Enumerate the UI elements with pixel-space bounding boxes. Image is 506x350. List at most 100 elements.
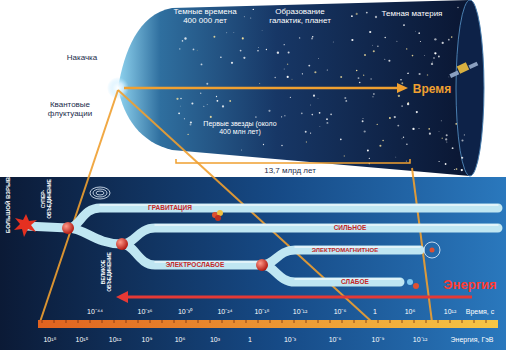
star: [364, 130, 366, 132]
star: [434, 38, 436, 40]
star: [433, 57, 435, 59]
star: [372, 96, 373, 97]
star: [377, 124, 378, 125]
star: [231, 62, 233, 64]
star: [424, 55, 426, 57]
axis-tick: [186, 320, 187, 323]
star: [319, 125, 321, 127]
axis-tick: [438, 320, 439, 323]
star: [332, 41, 334, 43]
axis-tick: [126, 320, 127, 323]
star: [434, 52, 436, 54]
force-tubes: [26, 208, 498, 282]
star: [344, 155, 345, 156]
star: [243, 16, 245, 18]
star: [401, 138, 403, 140]
star: [179, 48, 180, 49]
text-label: 13,7 млрд лет: [264, 167, 316, 176]
star: [461, 139, 463, 141]
star: [243, 57, 245, 59]
star: [445, 163, 447, 165]
star: [362, 120, 364, 122]
projection-line: [412, 168, 432, 322]
text-label: 10⁶: [405, 308, 416, 316]
star: [196, 49, 198, 51]
axis-tick: [390, 320, 391, 323]
axis-tick: [414, 320, 415, 323]
axis-tick: [150, 320, 151, 323]
star: [206, 104, 208, 106]
star: [345, 100, 347, 102]
star: [438, 56, 440, 58]
star: [314, 71, 316, 73]
star: [330, 113, 332, 115]
axis-tick: [198, 320, 199, 323]
star: [319, 112, 321, 114]
text-label: Энергия, ГэВ: [451, 336, 494, 344]
star: [184, 118, 185, 119]
star: [452, 147, 454, 149]
text-label: 10⁻⁶: [329, 336, 342, 344]
star: [359, 82, 361, 84]
cone-end: [456, 0, 484, 176]
axis-tick: [234, 320, 235, 323]
star: [442, 138, 443, 139]
axis-tick: [474, 320, 475, 323]
axis-tick: [354, 320, 355, 323]
star: [382, 140, 383, 141]
star: [257, 46, 259, 48]
axis-tick: [210, 320, 211, 323]
particle-icons: [212, 210, 440, 289]
axis-tick: [174, 320, 175, 323]
star: [448, 39, 450, 41]
star: [389, 117, 391, 119]
star: [403, 137, 404, 138]
star: [442, 42, 444, 44]
star: [284, 44, 285, 45]
star: [283, 68, 285, 70]
axis-tick: [342, 320, 343, 323]
unification-point: [116, 238, 128, 250]
star: [363, 75, 364, 76]
star: [313, 95, 315, 97]
star: [266, 49, 267, 50]
star: [351, 15, 353, 17]
axis-tick: [366, 320, 367, 323]
star: [396, 41, 397, 42]
axis-tick: [318, 320, 319, 323]
text-label: 10⁻¹²: [413, 336, 427, 344]
star: [456, 168, 458, 170]
star: [379, 145, 381, 147]
star: [428, 128, 430, 130]
star: [457, 7, 458, 8]
star: [216, 96, 217, 97]
star: [180, 98, 182, 100]
star: [311, 38, 313, 40]
star: [455, 123, 457, 125]
star: [310, 104, 312, 106]
star: [420, 41, 421, 42]
star: [213, 36, 215, 38]
satellite-icon: [449, 62, 478, 78]
axis-tick: [294, 320, 295, 323]
star: [406, 48, 407, 49]
star: [176, 98, 178, 100]
text-label: 10⁹: [142, 336, 153, 344]
star: [318, 58, 320, 60]
star: [418, 32, 420, 34]
star: [184, 37, 186, 39]
star: [255, 116, 257, 118]
text-label: 10⁻¹²: [293, 308, 307, 316]
star: [311, 114, 313, 116]
axis-tick: [486, 320, 487, 323]
star: [190, 121, 192, 123]
universe-cone: [118, 0, 470, 176]
star: [257, 50, 258, 51]
text-label: 10⁻³⁰: [178, 308, 192, 316]
text-label: Первые звезды (около 400 млн лет): [201, 120, 279, 135]
tube-highlights: [100, 205, 498, 279]
star: [310, 133, 311, 134]
star: [299, 37, 300, 38]
